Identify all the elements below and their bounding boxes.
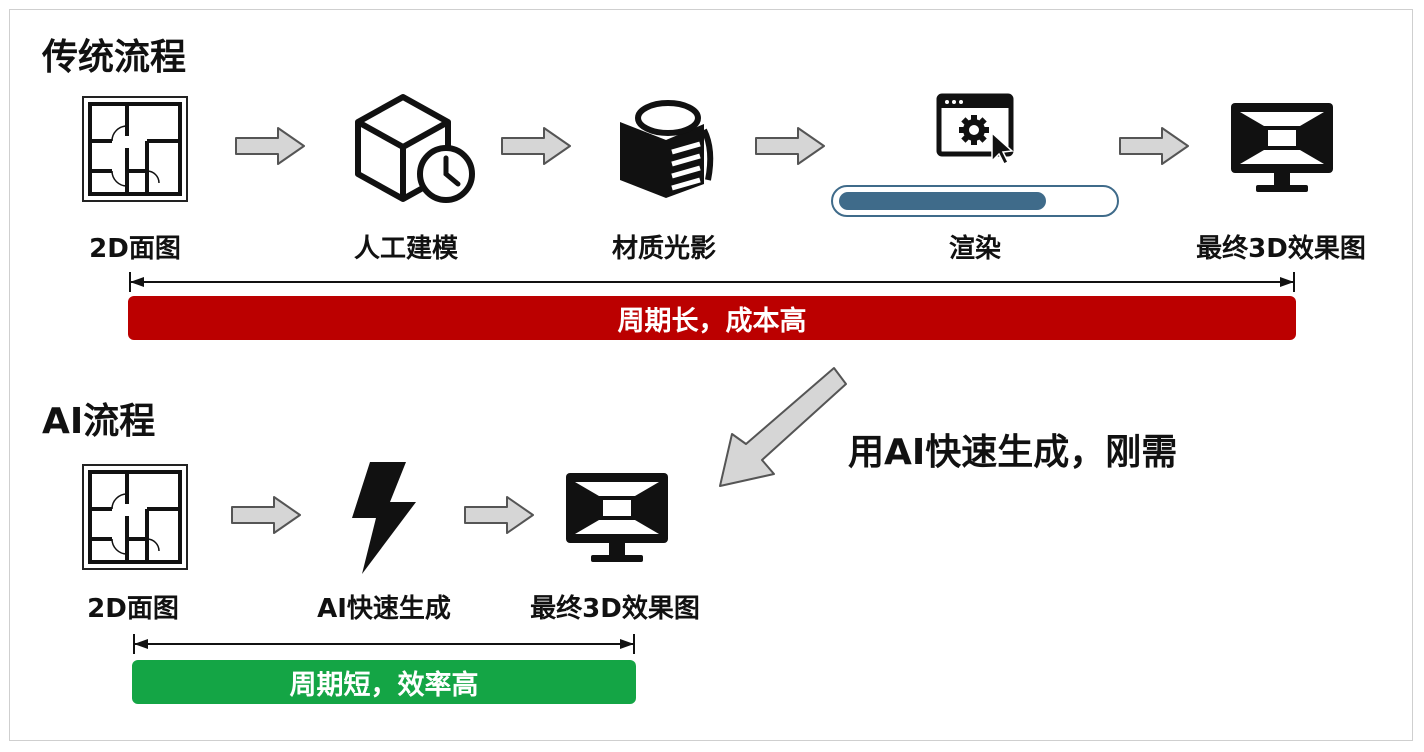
monitor-3d-icon xyxy=(1231,103,1333,192)
material-icon xyxy=(620,100,714,198)
step-label-render: 渲染 xyxy=(948,234,1002,264)
slow-summary-bar: 周期长，成本高 xyxy=(128,296,1296,340)
render-settings-icon xyxy=(936,93,1014,166)
floorplan-icon xyxy=(82,96,188,202)
arrow-right-icon xyxy=(755,127,825,165)
diagonal-arrow-icon xyxy=(719,367,847,487)
fast-summary-bar: 周期短，效率高 xyxy=(132,660,636,704)
ai-title: AI流程 xyxy=(42,401,156,442)
diagram-frame xyxy=(9,9,1413,741)
floorplan-icon xyxy=(82,464,188,570)
step-label-final: 最终3D效果图 xyxy=(1196,234,1366,264)
cube-clock-icon xyxy=(355,94,475,203)
ai-step-label-final: 最终3D效果图 xyxy=(530,594,700,624)
arrow-right-icon xyxy=(464,496,534,534)
ai-step-label-floorplan: 2D面图 xyxy=(87,594,179,624)
monitor-3d-icon xyxy=(566,473,668,562)
render-progress-fill xyxy=(839,192,1046,210)
timeline-bracket xyxy=(129,272,1295,292)
traditional-title: 传统流程 xyxy=(42,37,187,78)
arrow-right-icon xyxy=(501,127,571,165)
arrow-right-icon xyxy=(235,127,305,165)
arrow-right-icon xyxy=(231,496,301,534)
step-label-material: 材质光影 xyxy=(611,234,717,264)
step-label-modeling: 人工建模 xyxy=(353,234,459,264)
callout-text: 用AI快速生成，刚需 xyxy=(848,432,1178,473)
timeline-bracket xyxy=(133,634,635,654)
ai-step-label-generate: AI快速生成 xyxy=(317,594,451,624)
lightning-icon xyxy=(352,462,416,574)
render-progress-bar xyxy=(831,185,1119,217)
step-label-floorplan: 2D面图 xyxy=(89,234,181,264)
arrow-right-icon xyxy=(1119,127,1189,165)
